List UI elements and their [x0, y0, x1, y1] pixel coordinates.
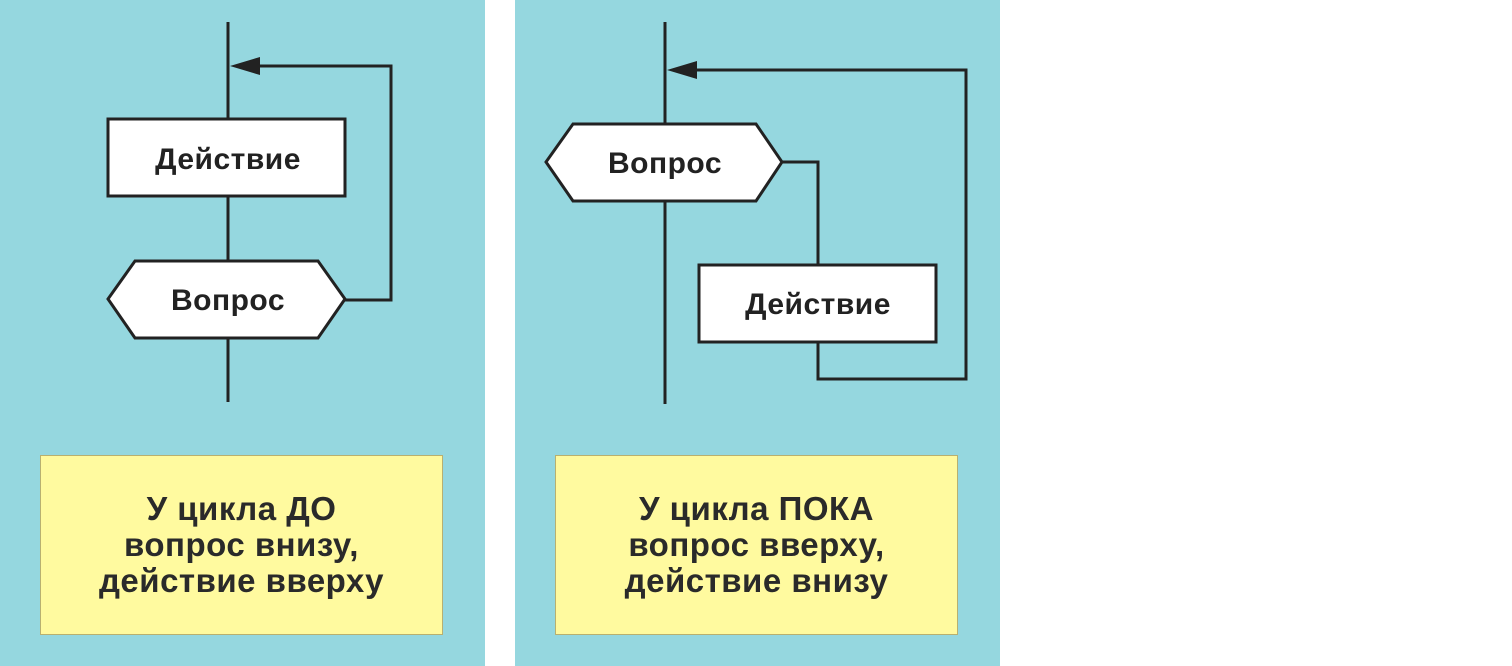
do-loop-panel: Действие Вопрос У цикла ДО вопрос внизу,… [0, 0, 485, 666]
caption-line-3: действие вверху [98, 562, 385, 599]
caption-line-2: вопрос вверху, [628, 526, 885, 563]
loop-arrowhead-icon [230, 57, 260, 75]
caption-line-3: действие внизу [624, 562, 889, 599]
caption-line-2: вопрос внизу, [124, 526, 359, 563]
loop-arrowhead-icon [667, 61, 697, 79]
caption-line-1: У цикла ПОКА [638, 490, 875, 527]
caption-line-1: У цикла ДО [146, 490, 337, 527]
while-loop-panel: Вопрос Действие У цикла ПОКА вопрос ввер… [515, 0, 1000, 666]
loop-return-line [691, 68, 968, 381]
question-hexagon-label: Вопрос [171, 284, 285, 317]
question-hexagon-label: Вопрос [608, 147, 722, 180]
action-box-label: Действие [745, 288, 891, 321]
question-hexagon [106, 259, 347, 340]
action-box-label: Действие [155, 143, 301, 176]
do-loop-caption: У цикла ДО вопрос внизу, действие вверху [40, 455, 443, 635]
action-box [106, 117, 347, 198]
loop-return-line [252, 64, 393, 302]
while-loop-caption: У цикла ПОКА вопрос вверху, действие вни… [555, 455, 958, 635]
question-hexagon [544, 122, 784, 203]
action-box [697, 263, 938, 344]
branch-to-action-line [782, 160, 820, 265]
